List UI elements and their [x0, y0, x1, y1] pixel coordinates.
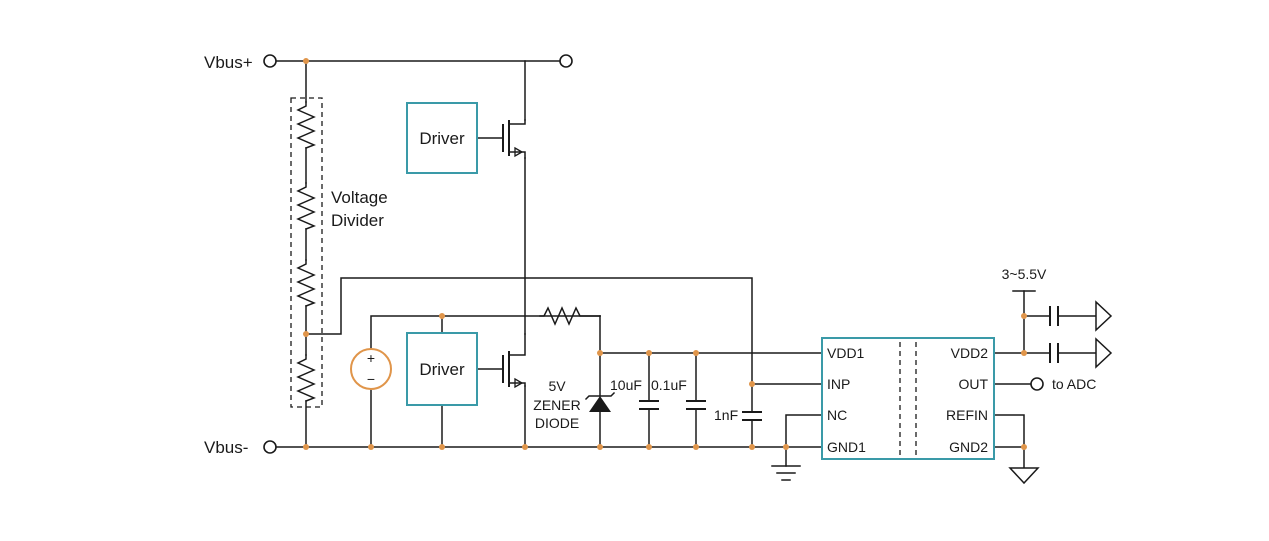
zener-label-line2: ZENER [533, 397, 580, 413]
ground-cap-bottom [1095, 337, 1113, 369]
vbus-minus-terminal [263, 440, 277, 454]
capacitor-1nf: 1nF [714, 407, 762, 423]
driver-bottom: Driver [406, 332, 478, 406]
junction-dot [1021, 444, 1027, 450]
voltage-source-plus: + [367, 350, 375, 366]
capacitor-1nf-label: 1nF [714, 407, 738, 423]
ground-cap-top [1095, 300, 1113, 332]
capacitor-vdd2-top [1049, 306, 1059, 326]
junction-dot [439, 313, 445, 319]
ic-pin-vdd2: VDD2 [951, 345, 989, 361]
ground-gnd2 [1008, 467, 1040, 485]
junction-dot [1021, 350, 1027, 356]
voltage-divider-label-line2: Divider [331, 211, 384, 230]
junction-dot [303, 331, 309, 337]
driver-top: Driver [406, 102, 478, 174]
voltage-source-circle [350, 348, 392, 390]
zener-label-line3: DIODE [535, 415, 579, 431]
junction-dot [303, 444, 309, 450]
ic-box [821, 337, 995, 460]
capacitor-01uf: 0.1uF [651, 377, 706, 410]
ic-pin-refin: REFIN [946, 407, 988, 423]
junction-dot [368, 444, 374, 450]
zener-diode: 5V ZENER DIODE [533, 378, 616, 431]
ic-pin-nc: NC [827, 407, 847, 423]
junction-dot [439, 444, 445, 450]
voltage-divider: Voltage Divider [290, 97, 388, 408]
ic-pin-inp: INP [827, 376, 850, 392]
mosfet-top [502, 119, 526, 159]
junction-dot [646, 350, 652, 356]
vbus-plus-terminal [263, 54, 277, 68]
divider-resistor-3 [296, 259, 316, 307]
vbus-plus-label: Vbus+ [204, 53, 253, 72]
capacitor-vdd2-bottom [1049, 343, 1059, 363]
junction-dot [522, 444, 528, 450]
zener-triangle [589, 396, 611, 412]
vbus-minus-label: Vbus- [204, 438, 248, 457]
junction-dot [749, 381, 755, 387]
top-rail-right-terminal [559, 54, 573, 68]
junction-dot [646, 444, 652, 450]
junction-dot [597, 444, 603, 450]
divider-resistor-4 [296, 354, 316, 402]
driver-bottom-label: Driver [419, 360, 465, 379]
junction-dot [1021, 313, 1027, 319]
ic-pin-gnd2: GND2 [949, 439, 988, 455]
mosfet-bottom [502, 333, 526, 389]
driver-top-label: Driver [419, 129, 465, 148]
ic-pin-out: OUT [958, 376, 988, 392]
divider-dashed-box [290, 97, 323, 408]
out-terminal [1030, 377, 1044, 391]
driver-top-box [406, 102, 478, 174]
ground-nc [771, 465, 801, 481]
series-resistor [539, 306, 601, 326]
driver-bottom-box [406, 332, 478, 406]
voltage-source: + − [350, 348, 392, 390]
voltage-source-minus: − [367, 371, 375, 387]
junction-dot [597, 350, 603, 356]
ic-pin-vdd1: VDD1 [827, 345, 865, 361]
divider-resistor-2 [296, 182, 316, 230]
supply-label: 3~5.5V [1002, 266, 1047, 282]
capacitor-01uf-label: 0.1uF [651, 377, 687, 393]
junction-dot [693, 444, 699, 450]
wires [275, 60, 1097, 469]
capacitor-10uf: 10uF [610, 377, 659, 410]
divider-resistor-1 [296, 101, 316, 149]
ic-pin-gnd1: GND1 [827, 439, 866, 455]
junction-dot [303, 58, 309, 64]
capacitor-10uf-label: 10uF [610, 377, 642, 393]
junction-dot [783, 444, 789, 450]
junction-dot [749, 444, 755, 450]
output-label: to ADC [1052, 376, 1096, 392]
zener-label-line1: 5V [548, 378, 566, 394]
voltage-divider-label-line1: Voltage [331, 188, 388, 207]
isolation-ic: VDD1 INP NC GND1 VDD2 OUT REFIN GND2 [821, 337, 995, 460]
junctions [303, 58, 1027, 450]
junction-dot [693, 350, 699, 356]
